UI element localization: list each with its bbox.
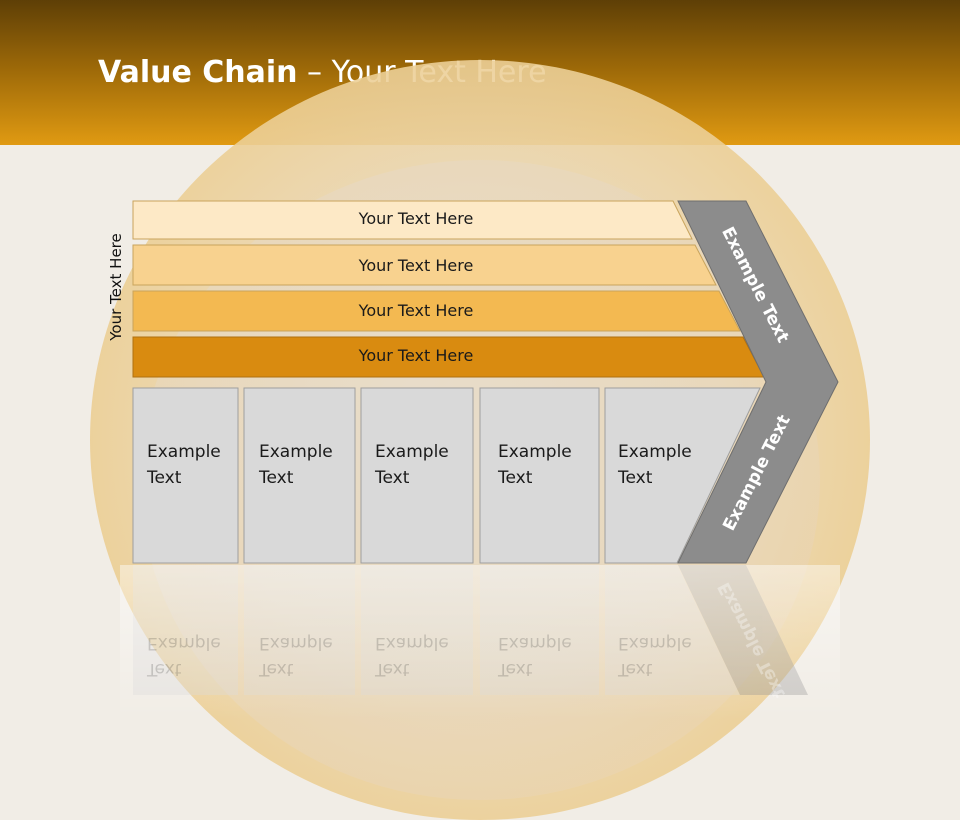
reflection-fade bbox=[120, 565, 840, 720]
box-1[interactable] bbox=[132, 387, 239, 564]
bar-2-label: Your Text Here bbox=[358, 256, 474, 275]
box-3-line1: Example bbox=[375, 442, 449, 462]
bar-4-label: Your Text Here bbox=[358, 346, 474, 365]
box-3-text: Example Text bbox=[375, 439, 449, 491]
chevron-arrow[interactable] bbox=[677, 200, 839, 564]
box-4-text: Example Text bbox=[498, 439, 572, 491]
box-2-text: Example Text bbox=[259, 439, 333, 491]
box-3-line2: Text bbox=[375, 468, 410, 488]
box-5-text: Example Text bbox=[618, 439, 692, 491]
bar-3[interactable] bbox=[132, 290, 741, 332]
box-5-line2: Text bbox=[618, 468, 653, 488]
title-bold: Value Chain bbox=[98, 55, 298, 90]
bar-1-label: Your Text Here bbox=[358, 209, 474, 228]
box-2[interactable] bbox=[243, 387, 356, 564]
bar-1[interactable] bbox=[132, 200, 693, 240]
box-4-line1: Example bbox=[498, 442, 572, 462]
box-3[interactable] bbox=[360, 387, 474, 564]
box-1-text: Example Text bbox=[147, 439, 221, 491]
box-4-line2: Text bbox=[498, 468, 533, 488]
bar-2[interactable] bbox=[132, 244, 717, 286]
box-2-line1: Example bbox=[259, 442, 333, 462]
box-4[interactable] bbox=[479, 387, 600, 564]
side-label[interactable]: Your Text Here bbox=[107, 233, 125, 341]
box-1-line1: Example bbox=[147, 442, 221, 462]
box-1-line2: Text bbox=[147, 468, 182, 488]
value-chain-diagram bbox=[120, 200, 840, 720]
bar-3-label: Your Text Here bbox=[358, 301, 474, 320]
box-2-line2: Text bbox=[259, 468, 294, 488]
box-5[interactable] bbox=[604, 387, 761, 564]
box-5-line1: Example bbox=[618, 442, 692, 462]
